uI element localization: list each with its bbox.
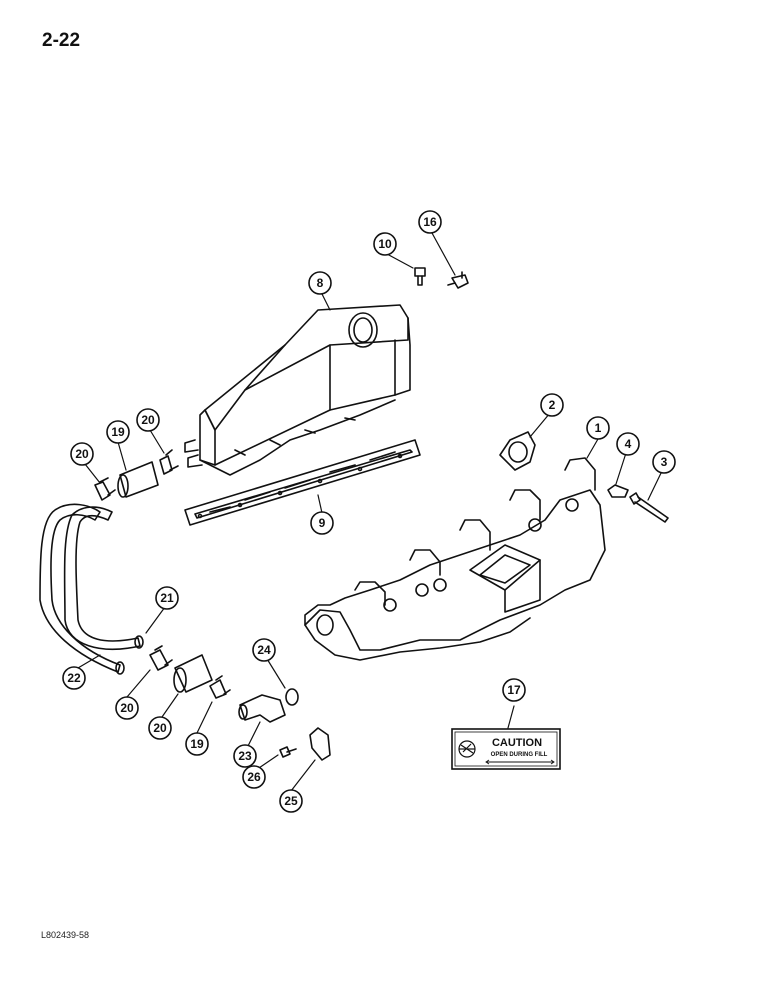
callout-23: 23 (233, 744, 257, 768)
lock-plate-part (607, 484, 629, 498)
callout-circle (106, 420, 130, 444)
callout-circle (308, 271, 332, 295)
bolt-part (629, 492, 669, 523)
petcock-part (447, 271, 469, 289)
double-arrow-icon (485, 759, 555, 765)
callout-8: 8 (308, 271, 332, 295)
callout-25: 25 (279, 789, 303, 813)
plug-part (414, 267, 426, 286)
callout-label: 3 (661, 455, 668, 469)
caution-decal: CAUTION OPEN DURING FILL (451, 728, 561, 770)
callout-circle (136, 408, 160, 432)
callout-label: 21 (160, 591, 174, 605)
callout-circle (242, 765, 266, 789)
callout-label: 23 (238, 749, 252, 763)
callout-label: 26 (247, 770, 261, 784)
callout-10: 10 (373, 232, 397, 256)
callout-1: 1 (586, 416, 610, 440)
callout-label: 20 (75, 447, 89, 461)
callout-20: 20 (70, 442, 94, 466)
caution-decal-title: CAUTION (492, 737, 542, 749)
page-number: 2-22 (42, 30, 81, 51)
callout-label: 25 (284, 794, 298, 808)
callout-circle (540, 393, 564, 417)
callout-label: 24 (257, 643, 271, 657)
callout-label: 20 (141, 413, 155, 427)
callout-label: 1 (595, 421, 602, 435)
callout-circle (115, 696, 139, 720)
leader-lines (77, 232, 663, 792)
callout-circle (62, 666, 86, 690)
callout-circle (652, 450, 676, 474)
screw-part (279, 746, 297, 758)
callout-circle (586, 416, 610, 440)
callout-20: 20 (115, 696, 139, 720)
callout-circle (310, 511, 334, 535)
caution-decal-inner (454, 731, 558, 767)
callout-circle (418, 210, 442, 234)
callout-24: 24 (252, 638, 276, 662)
upper-hose-assembly (94, 449, 179, 501)
lower-hose-assembly (149, 645, 231, 699)
callout-label: 9 (319, 516, 326, 530)
callout-19: 19 (106, 420, 130, 444)
manifold-gasket-part (499, 431, 536, 471)
callout-16: 16 (418, 210, 442, 234)
callout-circle (233, 744, 257, 768)
callout-3: 3 (652, 450, 676, 474)
callout-circle (616, 432, 640, 456)
callout-label: 22 (67, 671, 81, 685)
callout-20: 20 (148, 716, 172, 740)
callout-circle (373, 232, 397, 256)
callout-circle (279, 789, 303, 813)
callout-label: 19 (190, 737, 204, 751)
callout-20: 20 (136, 408, 160, 432)
gasket-part (184, 439, 421, 526)
callout-label: 20 (120, 701, 134, 715)
callout-circle (155, 586, 179, 610)
callout-label: 17 (507, 683, 521, 697)
callout-22: 22 (62, 666, 86, 690)
callout-19: 19 (185, 732, 209, 756)
callout-21: 21 (155, 586, 179, 610)
caution-decal-subtitle: OPEN DURING FILL (491, 752, 548, 758)
callout-26: 26 (242, 765, 266, 789)
callout-circle (252, 638, 276, 662)
caution-symbol-icon (458, 740, 476, 758)
callout-circle (502, 678, 526, 702)
callout-9: 9 (310, 511, 334, 535)
o-ring-part (285, 688, 299, 706)
expansion-tank-part (184, 304, 411, 476)
figure-code: L802439-58 (41, 930, 90, 940)
callout-label: 20 (153, 721, 167, 735)
callout-circle (148, 716, 172, 740)
callout-2: 2 (540, 393, 564, 417)
callout-label: 2 (549, 398, 556, 412)
callout-circle (70, 442, 94, 466)
callout-circle (185, 732, 209, 756)
callout-4: 4 (616, 432, 640, 456)
callout-label: 4 (625, 437, 632, 451)
callout-label: 8 (317, 276, 324, 290)
coolant-tubes (39, 503, 144, 675)
exhaust-manifold-part (304, 457, 606, 661)
bracket-part (309, 727, 331, 761)
callout-17: 17 (502, 678, 526, 702)
callout-label: 16 (423, 215, 437, 229)
callout-label: 19 (111, 425, 125, 439)
callout-label: 10 (378, 237, 392, 251)
elbow-fitting-part (238, 694, 286, 723)
